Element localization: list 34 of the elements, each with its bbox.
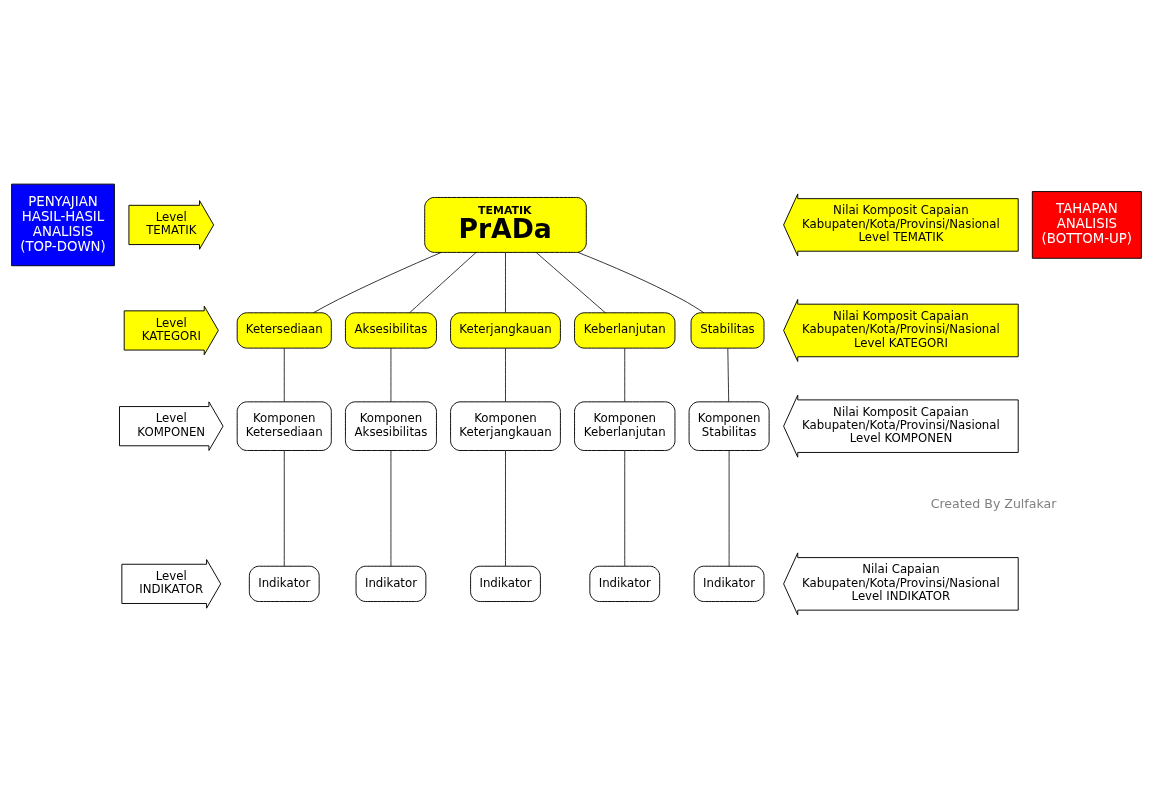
connector	[283, 347, 285, 402]
node-box: Komponen Stabilitas	[688, 400, 770, 451]
connector	[505, 347, 506, 402]
connector	[505, 251, 506, 313]
node-box: Komponen Keterjangkauan	[450, 400, 561, 451]
connector	[283, 449, 285, 567]
connector	[390, 347, 392, 402]
node-box: Indikator	[693, 565, 765, 602]
node-box: Aksesibilitas	[344, 311, 437, 349]
node-box: Komponen Keberlanjutan	[574, 400, 676, 451]
node-box: Stabilitas	[690, 311, 765, 349]
connector	[313, 251, 442, 313]
connector	[728, 449, 730, 567]
connector	[577, 251, 705, 313]
node-box: Komponen Ketersediaan	[236, 400, 332, 451]
node-box: Keterjangkauan	[450, 311, 561, 349]
connector	[727, 347, 730, 402]
connector	[505, 449, 506, 567]
node-box: Indikator	[470, 565, 541, 602]
connector	[624, 449, 626, 567]
connector	[390, 449, 392, 567]
node-box: Indikator	[248, 565, 320, 602]
node-box: TAHAPAN ANALISIS (BOTTOM-UP)	[1031, 190, 1142, 259]
connector	[409, 251, 477, 313]
connector	[535, 251, 606, 313]
label: Created By Zulfakar	[930, 495, 1057, 511]
node-box: PENYAJIAN HASIL-HASIL ANALISIS (TOP-DOWN)	[11, 183, 115, 266]
node-box: TEMATIK PrADa	[424, 196, 587, 253]
node-box: Keberlanjutan	[574, 311, 676, 349]
node-box: Indikator	[355, 565, 427, 602]
node-box: Komponen Aksesibilitas	[344, 400, 437, 451]
connector	[624, 347, 626, 402]
node-box: Ketersediaan	[236, 311, 332, 349]
node-box: Indikator	[589, 565, 661, 602]
